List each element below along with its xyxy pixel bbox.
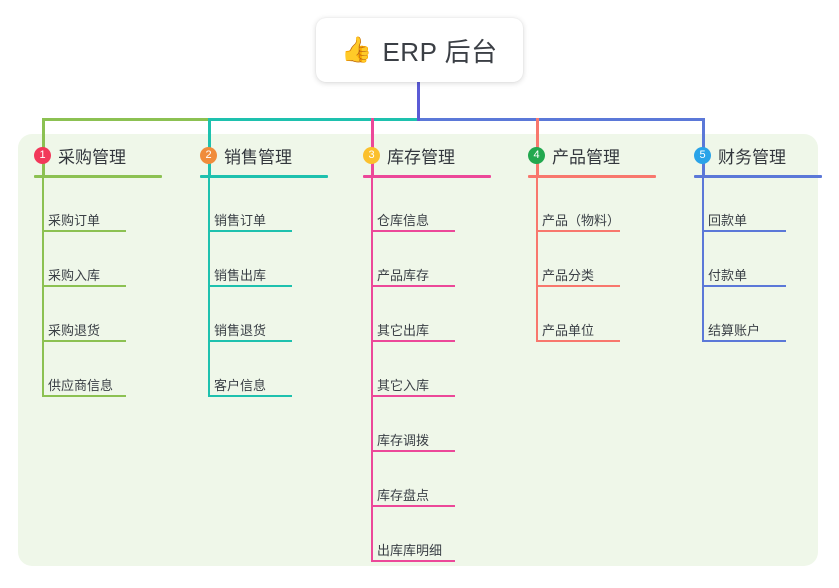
column-库存管理: 3 库存管理仓库信息产品库存其它出库其它入库库存调拨库存盘点出库库明细 xyxy=(347,140,491,562)
leaf-item[interactable]: 销售退货 xyxy=(214,323,267,338)
column-index-badge: 1 xyxy=(34,146,51,164)
leaf-underline xyxy=(371,450,455,452)
column-underline xyxy=(694,175,822,178)
diagram-panel xyxy=(18,134,818,566)
leaf-underline xyxy=(371,560,455,562)
leaf-item[interactable]: 库存盘点 xyxy=(377,488,430,503)
leaf-underline xyxy=(371,505,455,507)
leaf-underline xyxy=(536,285,620,287)
leaf-item[interactable]: 产品（物料） xyxy=(542,213,621,228)
column-underline xyxy=(363,175,491,178)
column-index-badge: 2 xyxy=(200,146,217,164)
leaf-underline xyxy=(208,395,292,397)
column-title: 财务管理 xyxy=(718,147,786,167)
leaf-underline xyxy=(42,340,126,342)
leaf-item[interactable]: 销售出库 xyxy=(214,268,267,283)
column-trunk-line xyxy=(371,177,373,562)
column-trunk-line xyxy=(702,177,704,342)
leaf-underline xyxy=(702,285,786,287)
connector-bar-segment-1 xyxy=(42,118,208,121)
column-title: 销售管理 xyxy=(224,147,292,167)
column-title: 采购管理 xyxy=(58,147,126,167)
leaf-underline xyxy=(42,395,126,397)
column-index-badge: 3 xyxy=(363,146,380,164)
column-trunk-line xyxy=(208,177,210,397)
leaf-underline xyxy=(371,230,455,232)
leaf-underline xyxy=(208,340,292,342)
leaf-item[interactable]: 采购退货 xyxy=(48,323,101,338)
column-underline xyxy=(528,175,656,178)
column-title: 产品管理 xyxy=(552,147,620,167)
column-财务管理: 5 财务管理回款单付款单结算账户 xyxy=(678,140,822,342)
leaf-underline xyxy=(42,230,126,232)
leaf-underline xyxy=(536,340,620,342)
leaf-item[interactable]: 采购入库 xyxy=(48,268,101,283)
column-header-财务管理[interactable]: 5 财务管理 xyxy=(678,140,786,170)
root-stem-connector xyxy=(417,82,420,121)
thumbs-up-icon: 👍 xyxy=(341,35,373,64)
leaf-underline xyxy=(702,230,786,232)
leaf-item[interactable]: 供应商信息 xyxy=(48,378,114,393)
column-index-badge: 4 xyxy=(528,146,545,164)
leaf-item[interactable]: 产品单位 xyxy=(542,323,595,338)
leaf-item[interactable]: 产品库存 xyxy=(377,268,430,283)
leaf-underline xyxy=(208,230,292,232)
leaf-item[interactable]: 回款单 xyxy=(708,213,748,228)
column-title: 库存管理 xyxy=(387,147,455,167)
leaf-item[interactable]: 库存调拨 xyxy=(377,433,430,448)
leaf-item[interactable]: 产品分类 xyxy=(542,268,595,283)
column-trunk-line xyxy=(536,177,538,342)
leaf-item[interactable]: 出库库明细 xyxy=(377,543,443,558)
leaf-item[interactable]: 仓库信息 xyxy=(377,213,430,228)
leaf-item[interactable]: 结算账户 xyxy=(708,323,761,338)
leaf-underline xyxy=(371,340,455,342)
root-node[interactable]: 👍 ERP 后台 xyxy=(316,18,523,82)
column-header-采购管理[interactable]: 1 采购管理 xyxy=(18,140,126,170)
leaf-item[interactable]: 客户信息 xyxy=(214,378,267,393)
connector-bar-segment-2 xyxy=(208,118,419,121)
leaf-underline xyxy=(536,230,620,232)
column-header-产品管理[interactable]: 4 产品管理 xyxy=(512,140,620,170)
leaf-item[interactable]: 其它入库 xyxy=(377,378,430,393)
leaf-underline xyxy=(208,285,292,287)
column-underline xyxy=(200,175,328,178)
column-trunk-line xyxy=(42,177,44,397)
leaf-underline xyxy=(371,395,455,397)
leaf-underline xyxy=(371,285,455,287)
leaf-item[interactable]: 其它出库 xyxy=(377,323,430,338)
column-header-销售管理[interactable]: 2 销售管理 xyxy=(184,140,292,170)
column-index-badge: 5 xyxy=(694,146,711,164)
column-header-库存管理[interactable]: 3 库存管理 xyxy=(347,140,455,170)
leaf-underline xyxy=(702,340,786,342)
column-采购管理: 1 采购管理采购订单采购入库采购退货供应商信息 xyxy=(18,140,162,397)
column-产品管理: 4 产品管理产品（物料） 产品分类产品单位 xyxy=(512,140,656,342)
leaf-underline xyxy=(42,285,126,287)
column-销售管理: 2 销售管理销售订单销售出库销售退货客户信息 xyxy=(184,140,328,397)
column-underline xyxy=(34,175,162,178)
leaf-item[interactable]: 付款单 xyxy=(708,268,748,283)
leaf-item[interactable]: 采购订单 xyxy=(48,213,101,228)
connector-bar-segment-3 xyxy=(419,118,702,121)
leaf-item[interactable]: 销售订单 xyxy=(214,213,267,228)
root-node-title: ERP 后台 xyxy=(382,36,498,67)
